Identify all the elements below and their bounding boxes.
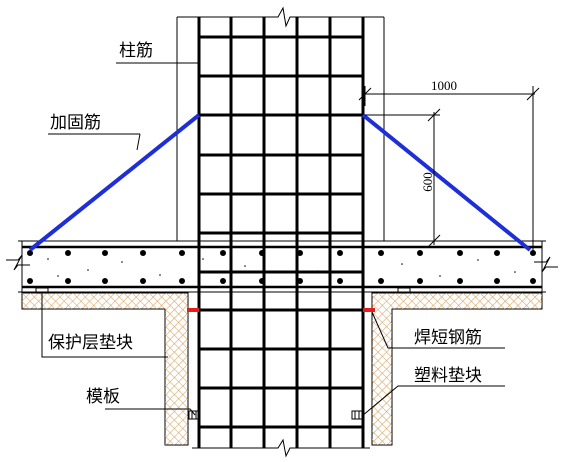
column [176,6,385,458]
dimension-vertical: 600 [420,172,435,192]
reinforcing-bars [28,113,532,252]
formwork-left [21,292,189,446]
dimension-lines [358,86,540,252]
label-cover-block: 保护层垫块 [48,333,133,353]
plastic-spacers [188,410,363,420]
label-reinforcing-bar: 加固筋 [50,113,101,133]
label-formwork: 模板 [86,387,120,407]
label-welded-short-bar: 焊短钢筋 [414,328,482,348]
column-rebar-grid [197,17,365,448]
dimension-horizontal: 1000 [431,78,457,93]
slab-rebar-dots [27,250,536,284]
slab-break-right [534,256,558,273]
leader-lines [41,62,505,417]
slab-break-left [6,254,30,271]
slab [18,240,546,293]
concrete-specks [47,258,516,277]
formwork-right [371,292,543,446]
label-plastic-spacer: 塑料垫块 [414,366,482,386]
label-column-rebar: 柱筋 [119,41,153,61]
